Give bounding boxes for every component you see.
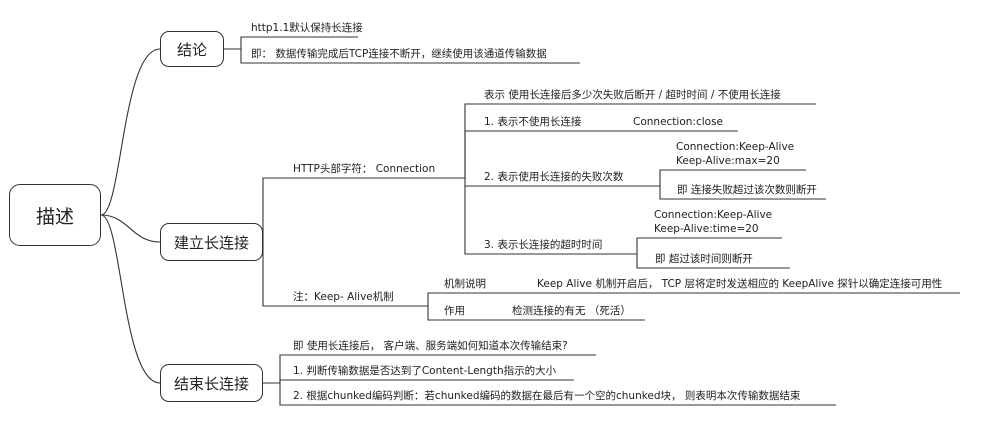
link-root-end bbox=[100, 214, 161, 384]
connection-node[interactable]: HTTP头部字符： Connection bbox=[293, 163, 436, 175]
keepalive-mech-text[interactable]: Keep Alive 机制开启后， TCP 层将定时发送相应的 KeepAliv… bbox=[537, 278, 943, 290]
connection-opt2-label[interactable]: 2. 表示使用长连接的失败次数 bbox=[484, 171, 624, 183]
link-establish-keepalive bbox=[262, 242, 412, 307]
connection-opt1-label[interactable]: 1. 表示不使用长连接 bbox=[484, 116, 582, 128]
link-conclusion-1 bbox=[224, 36, 358, 50]
keepalive-node[interactable]: 注：Keep- Alive机制 bbox=[293, 291, 394, 303]
conclusion-item-1[interactable]: http1.1默认保持长连接 bbox=[251, 22, 363, 34]
connection-opt3-label[interactable]: 3. 表示长连接的超时时间 bbox=[484, 239, 603, 251]
link-conn-opt1 bbox=[464, 130, 738, 178]
link-end-2 bbox=[279, 379, 574, 383]
link-opt2-lines bbox=[646, 169, 806, 187]
establish-node[interactable]: 建立长连接 bbox=[160, 223, 263, 261]
connection-header[interactable]: 表示 使用长连接后多少次失败后断开 / 超时时间 / 不使用长连接 bbox=[484, 89, 781, 101]
end-node[interactable]: 结束长连接 bbox=[160, 364, 263, 402]
conclusion-item-2[interactable]: 即： 数据传输完成后TCP连接不断开，继续使用该通道传输数据 bbox=[251, 48, 547, 60]
keepalive-use-text[interactable]: 检测连接的有无 （死活） bbox=[512, 305, 631, 317]
link-root-establish bbox=[100, 214, 161, 243]
link-conn-opt3 bbox=[464, 186, 624, 255]
link-establish-connection bbox=[262, 177, 446, 242]
link-opt2-note bbox=[659, 186, 826, 200]
conclusion-node[interactable]: 结论 bbox=[160, 31, 224, 67]
link-end-1 bbox=[263, 354, 596, 384]
link-conclusion-2 bbox=[240, 49, 580, 64]
connection-opt3-line-2[interactable]: Keep-Alive:time=20 bbox=[654, 223, 759, 235]
end-item-3[interactable]: 2. 根据chunked编码判断：若chunked编码的数据在最后有一个空的ch… bbox=[293, 390, 801, 402]
connection-opt3-note[interactable]: 即 超过该时间则断开 bbox=[655, 253, 753, 265]
end-item-2[interactable]: 1. 判断传输数据是否达到了Content-Length指示的大小 bbox=[293, 365, 557, 377]
link-keepalive-mech bbox=[412, 292, 960, 307]
connection-opt2-note[interactable]: 即 连接失败超过该次数则断开 bbox=[677, 184, 817, 196]
link-opt3-note bbox=[636, 254, 790, 269]
connection-opt1-value[interactable]: Connection:close bbox=[633, 116, 723, 128]
connection-opt3-line-1[interactable]: Connection:Keep-Alive bbox=[654, 209, 773, 221]
connection-opt2-line-1[interactable]: Connection:Keep-Alive bbox=[676, 141, 795, 153]
connection-opt2-line-2[interactable]: Keep-Alive:max=20 bbox=[676, 155, 780, 167]
link-opt3-lines bbox=[624, 237, 782, 255]
keepalive-mech-label[interactable]: 机制说明 bbox=[444, 278, 486, 290]
link-root-conclusion bbox=[100, 48, 161, 216]
end-item-1[interactable]: 即 使用长连接后， 客户端、服务端如何知道本次传输结束? bbox=[293, 340, 568, 352]
keepalive-use-label[interactable]: 作用 bbox=[444, 305, 465, 317]
root-node[interactable]: 描述 bbox=[9, 184, 101, 246]
link-end-3 bbox=[279, 383, 836, 406]
link-keepalive-use bbox=[427, 306, 645, 321]
